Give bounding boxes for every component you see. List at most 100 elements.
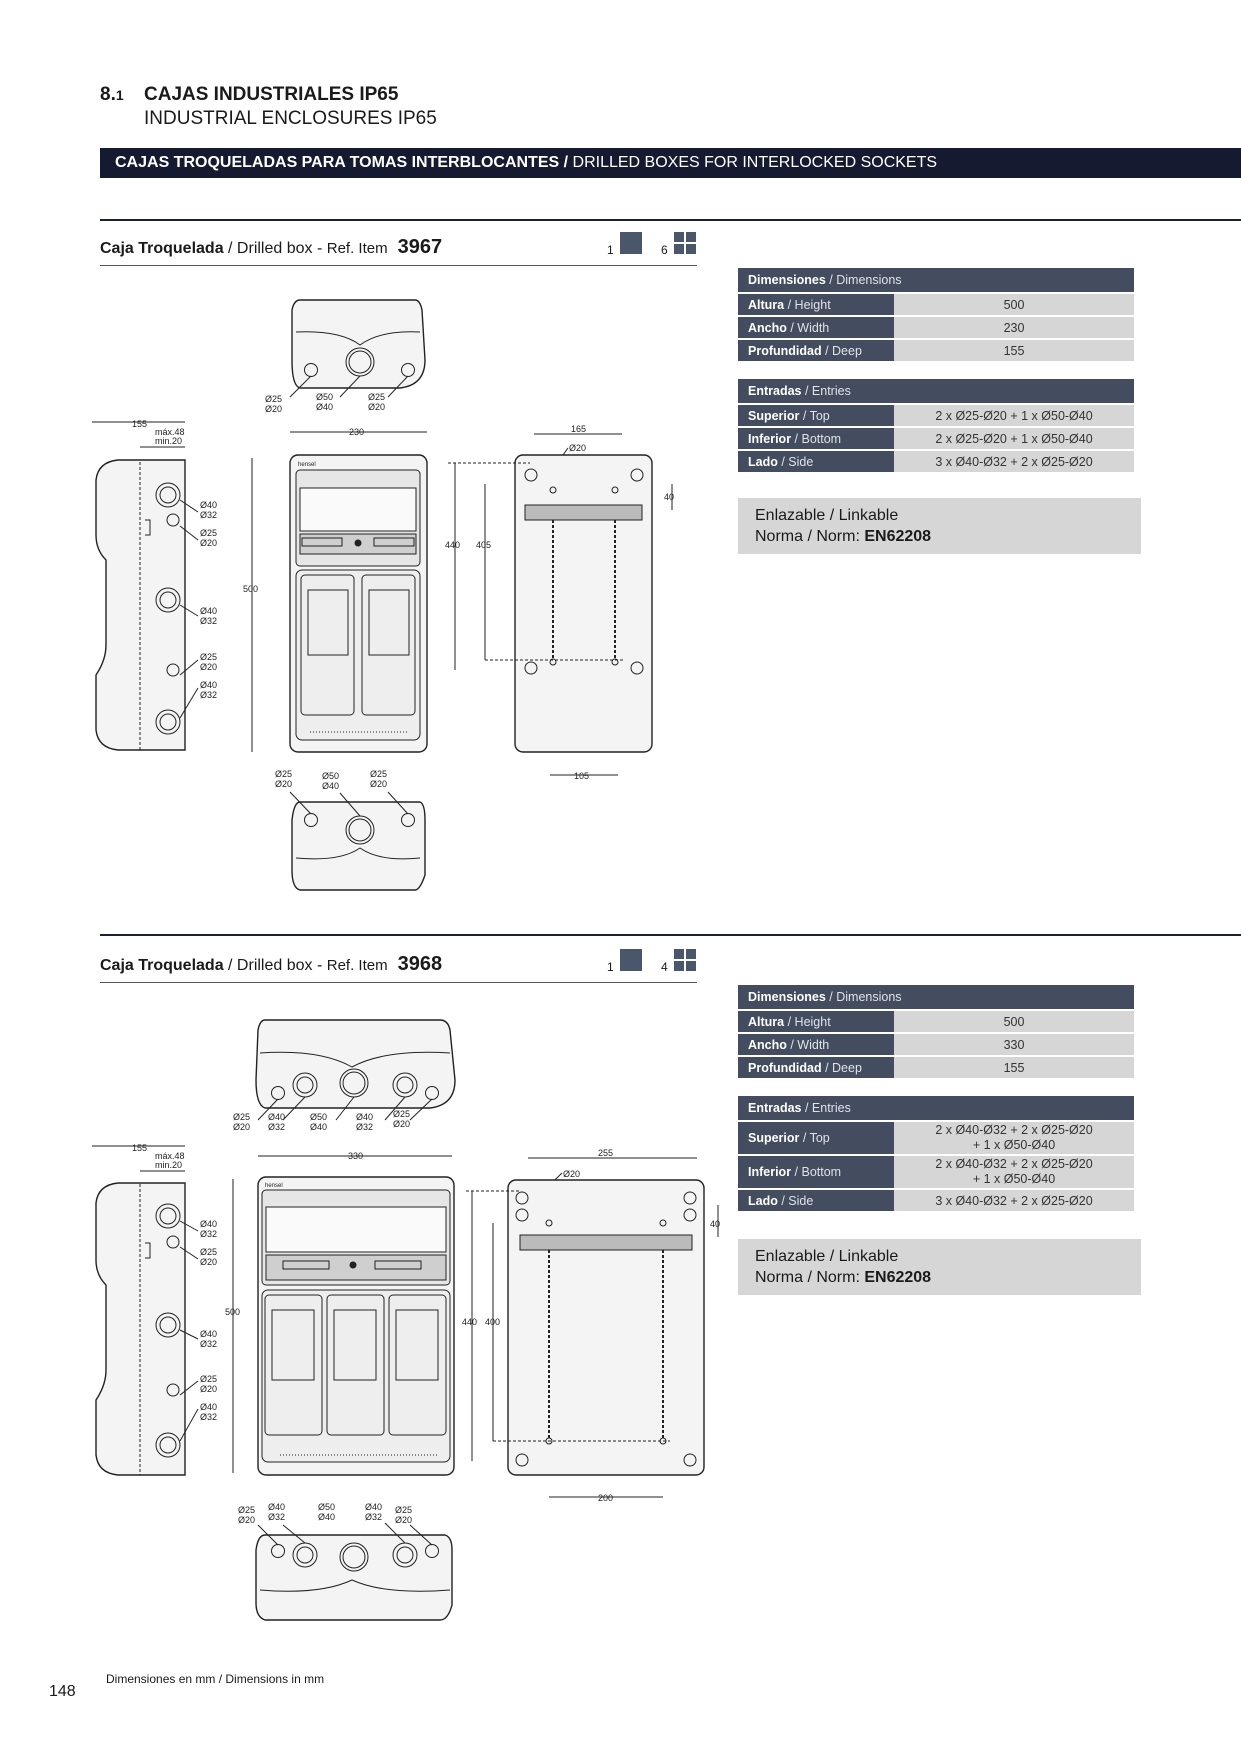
front-view: 330 500 hensel	[225, 1151, 455, 1476]
svg-text:405: 405	[476, 540, 491, 550]
svg-text:máx.48: máx.48	[155, 427, 185, 437]
item2-heading: Caja Troquelada / Drilled box - Ref. Ite…	[100, 953, 443, 975]
svg-text:440: 440	[462, 1317, 477, 1327]
dims-header: Dimensiones / Dimensions	[738, 268, 1134, 292]
side-view: 155 máx.48 min.20 Ø40 Ø32 Ø25 Ø20 Ø40 Ø3…	[92, 1143, 217, 1476]
svg-text:Ø20: Ø20	[393, 1119, 410, 1129]
linkable-line: Enlazable / Linkable	[755, 1248, 899, 1265]
side-view: 155 máx.48 min.20 Ø40 Ø32 Ø25 Ø20 Ø40 Ø3…	[92, 419, 217, 751]
svg-text:Ø20: Ø20	[370, 779, 387, 789]
svg-text:330: 330	[348, 1151, 363, 1161]
multi-pack-icon	[674, 232, 696, 254]
svg-text:Ø25: Ø25	[370, 769, 387, 779]
back-view: 165 Ø20 440 405 40 105	[445, 424, 674, 781]
svg-text:Ø25: Ø25	[275, 769, 292, 779]
item1-technical-drawing: Ø25 Ø20 Ø50 Ø40 Ø25 Ø20 155 máx.48 min.2…	[92, 299, 674, 891]
bottom-view: Ø25 Ø20 Ø40 Ø32 Ø50 Ø40 Ø40 Ø32 Ø25 Ø20	[238, 1502, 453, 1621]
category-banner: CAJAS TROQUELADAS PARA TOMAS INTERBLOCAN…	[100, 148, 1241, 178]
svg-text:Ø40: Ø40	[200, 500, 217, 510]
svg-text:Ø20: Ø20	[569, 443, 586, 453]
banner-bold: CAJAS TROQUELADAS PARA TOMAS INTERBLOCAN…	[115, 154, 569, 171]
svg-text:Ø20: Ø20	[265, 404, 282, 414]
svg-text:500: 500	[225, 1307, 240, 1317]
bottom-view: Ø25 Ø20 Ø50 Ø40 Ø25 Ø20	[275, 769, 426, 891]
single-pack-icon	[620, 232, 642, 254]
section-title-es: CAJAS INDUSTRIALES IP65	[144, 84, 399, 105]
svg-text:400: 400	[485, 1317, 500, 1327]
svg-text:Ø25: Ø25	[238, 1505, 255, 1515]
banner-normal: DRILLED BOXES FOR INTERLOCKED SOCKETS	[568, 154, 938, 171]
item2-divider	[100, 934, 1241, 936]
svg-text:Ø32: Ø32	[200, 1412, 217, 1422]
item1-spec-table: Dimensiones / Dimensions Altura / Height…	[738, 266, 1134, 474]
svg-text:Ø40: Ø40	[322, 781, 339, 791]
svg-text:Ø25: Ø25	[265, 394, 282, 404]
svg-text:Ø32: Ø32	[356, 1122, 373, 1132]
top-view: Ø25 Ø20 Ø40 Ø32 Ø50 Ø40 Ø40 Ø32 Ø25 Ø20	[233, 1019, 456, 1132]
item2-underline	[100, 982, 697, 983]
svg-text:Ø50: Ø50	[318, 1502, 335, 1512]
svg-text:Ø40: Ø40	[200, 680, 217, 690]
svg-text:Ø40: Ø40	[268, 1502, 285, 1512]
norm-line: Norma / Norm: EN62208	[755, 528, 932, 545]
svg-text:Ø20: Ø20	[395, 1515, 412, 1525]
linkable-line: Enlazable / Linkable	[755, 507, 899, 524]
svg-text:Ø20: Ø20	[368, 402, 385, 412]
svg-text:Ø25: Ø25	[200, 1374, 217, 1384]
svg-text:Ø20: Ø20	[200, 662, 217, 672]
item2-info-box: Enlazable / Linkable Norma / Norm: EN622…	[738, 1239, 1141, 1295]
item1-heading: Caja Troquelada / Drilled box - Ref. Ite…	[100, 236, 443, 258]
svg-text:Ø40: Ø40	[318, 1512, 335, 1522]
svg-text:Ø40: Ø40	[200, 1219, 217, 1229]
svg-text:Ø32: Ø32	[200, 616, 217, 626]
svg-text:Ø50: Ø50	[310, 1112, 327, 1122]
item2-technical-drawing: Ø25 Ø20 Ø40 Ø32 Ø50 Ø40 Ø40 Ø32 Ø25 Ø20 …	[92, 1019, 720, 1621]
svg-text:Ø32: Ø32	[200, 510, 217, 520]
page-number: 148	[49, 1683, 76, 1700]
svg-text:máx.48: máx.48	[155, 1151, 185, 1161]
svg-text:Ø25: Ø25	[200, 652, 217, 662]
svg-text:Ø25: Ø25	[200, 528, 217, 538]
svg-text:Ø40: Ø40	[356, 1112, 373, 1122]
svg-text:440: 440	[445, 540, 460, 550]
svg-text:155: 155	[132, 419, 147, 429]
svg-text:230: 230	[349, 427, 364, 437]
svg-text:Ø50: Ø50	[322, 771, 339, 781]
svg-text:255: 255	[598, 1148, 613, 1158]
multi-pack-icon	[674, 949, 696, 971]
item2-pack-multi: 4	[661, 960, 668, 974]
svg-text:Ø20: Ø20	[563, 1169, 580, 1179]
svg-text:Ø50: Ø50	[316, 392, 333, 402]
single-pack-icon	[620, 949, 642, 971]
svg-text:Ø32: Ø32	[200, 690, 217, 700]
svg-text:Ø32: Ø32	[268, 1122, 285, 1132]
norm-line: Norma / Norm: EN62208	[755, 1269, 932, 1286]
section-title-en: INDUSTRIAL ENCLOSURES IP65	[144, 108, 437, 129]
entries-header: Entradas / Entries	[738, 379, 1134, 403]
item1-underline	[100, 265, 697, 266]
svg-text:Ø32: Ø32	[268, 1512, 285, 1522]
svg-text:Ø20: Ø20	[275, 779, 292, 789]
svg-text:40: 40	[710, 1219, 720, 1229]
svg-text:Ø20: Ø20	[200, 1384, 217, 1394]
svg-text:Ø40: Ø40	[200, 1402, 217, 1412]
svg-text:Ø40: Ø40	[310, 1122, 327, 1132]
dimensions-note: Dimensiones en mm / Dimensions in mm	[106, 1672, 325, 1686]
svg-text:165: 165	[571, 424, 586, 434]
svg-text:Ø25: Ø25	[368, 392, 385, 402]
svg-text:Ø25: Ø25	[393, 1109, 410, 1119]
svg-text:Ø40: Ø40	[200, 1329, 217, 1339]
svg-text:500: 500	[243, 584, 258, 594]
svg-text:Ø32: Ø32	[200, 1229, 217, 1239]
svg-text:Ø20: Ø20	[200, 538, 217, 548]
svg-text:Ø40: Ø40	[200, 606, 217, 616]
